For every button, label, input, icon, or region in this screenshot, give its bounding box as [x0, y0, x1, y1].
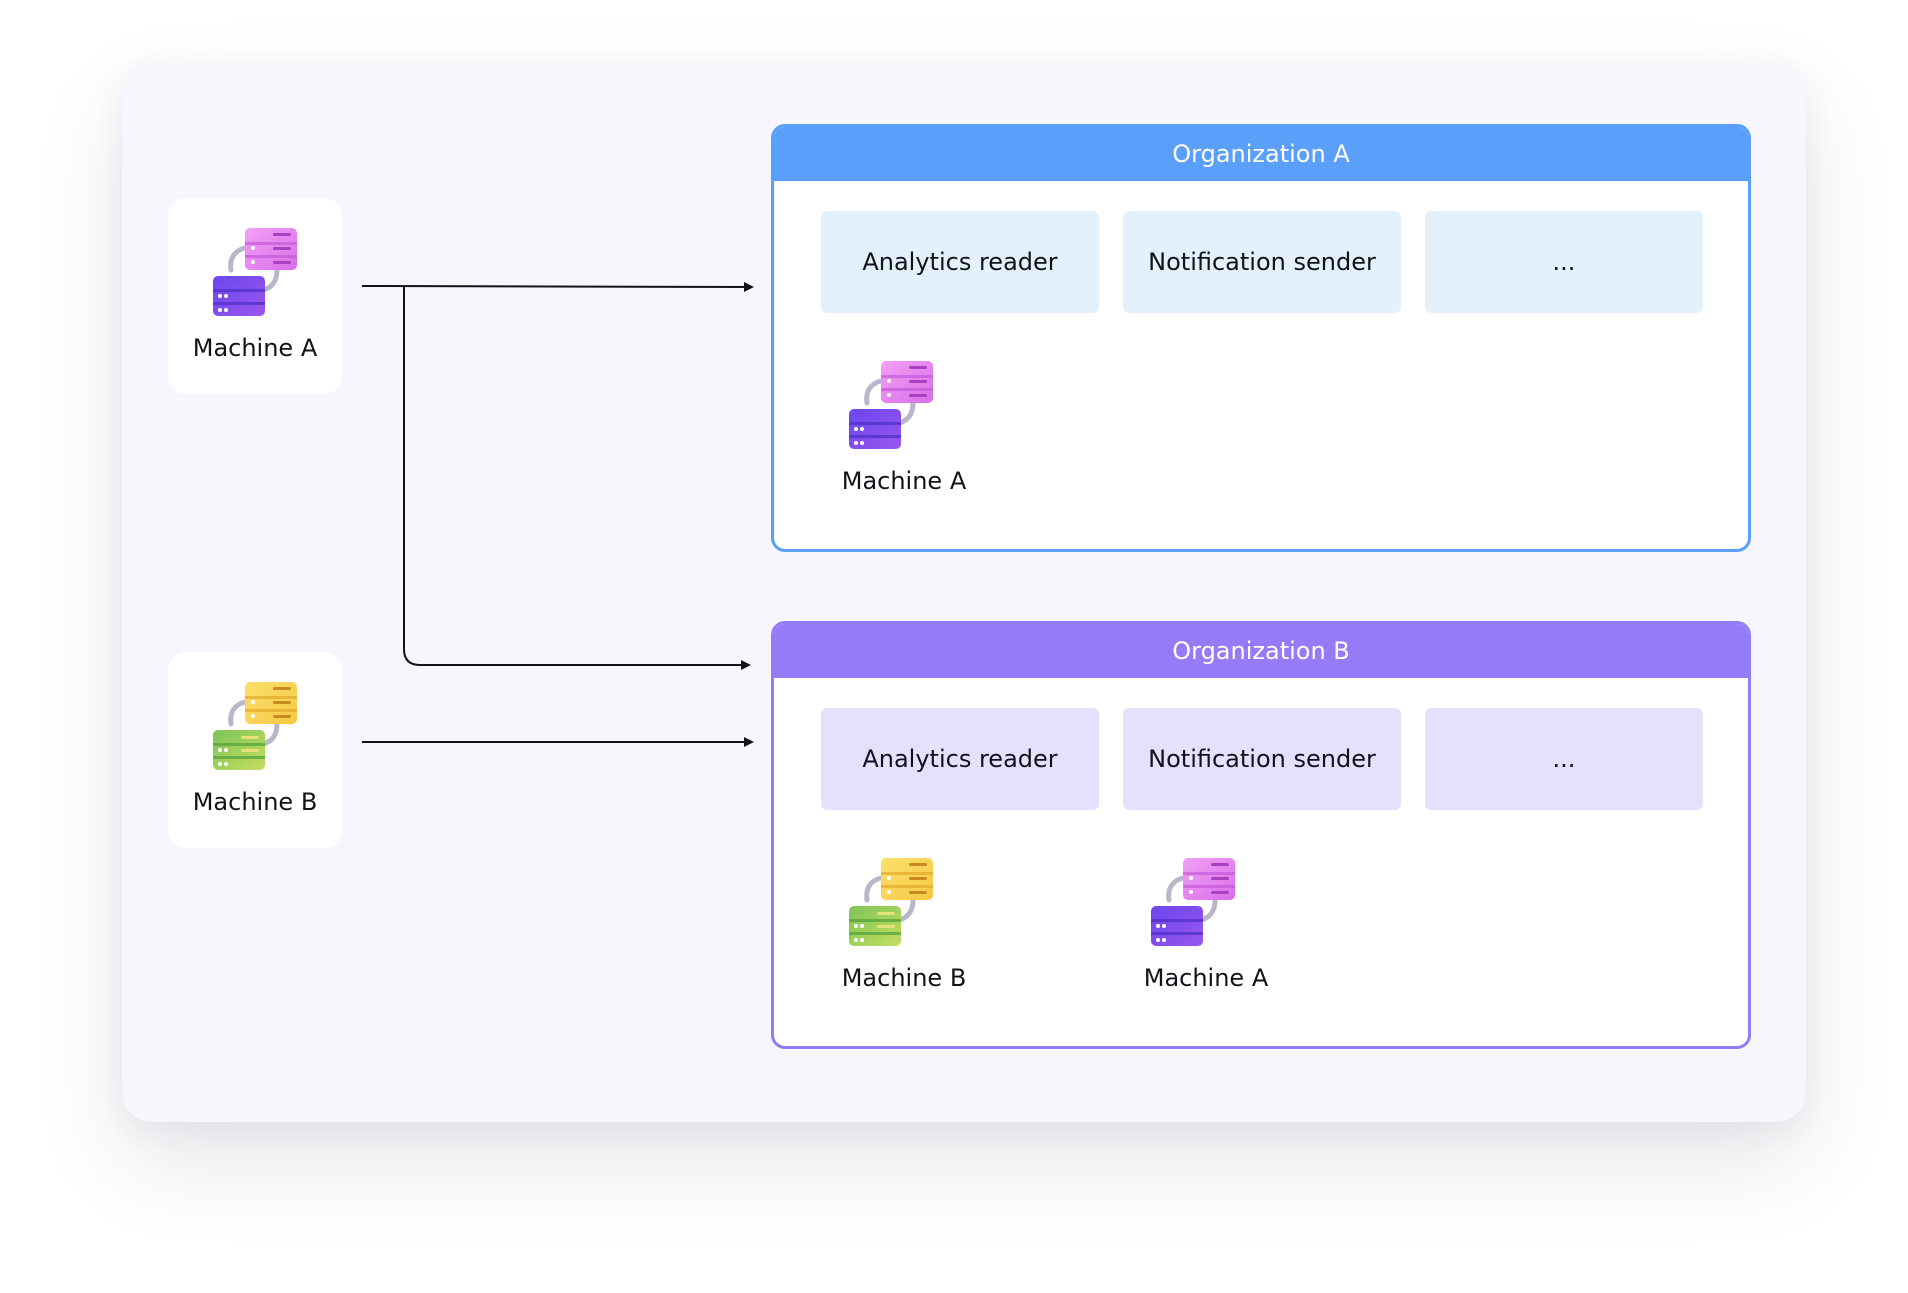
org-a-member-machine-a-label: Machine A — [841, 467, 967, 495]
server-machine-a-icon — [1149, 856, 1239, 952]
organization-a-header: Organization A — [774, 127, 1748, 181]
org-a-role-analytics-reader: Analytics reader — [821, 211, 1099, 313]
org-b-role-notification-sender: Notification sender — [1123, 708, 1401, 810]
connector-arrows — [361, 281, 754, 747]
server-machine-a-icon — [847, 359, 937, 455]
org-b-member-machine-b-label: Machine B — [841, 964, 967, 992]
org-a-role-notification-sender: Notification sender — [1123, 211, 1401, 313]
server-machine-a-icon — [211, 226, 301, 322]
arrow-machine-a-to-org-a — [361, 281, 754, 292]
server-machine-b-icon — [211, 680, 301, 776]
server-machine-b-icon — [847, 856, 937, 952]
arrow-machine-a-to-org-b — [403, 286, 751, 670]
organization-b-panel: Organization B Analytics reader Notifica… — [771, 621, 1751, 1049]
source-machine-b-card: Machine B — [168, 652, 342, 848]
org-b-member-machine-a-label: Machine A — [1143, 964, 1269, 992]
organization-b-header: Organization B — [774, 624, 1748, 678]
org-a-role-more: ... — [1425, 211, 1703, 313]
source-machine-b-label: Machine B — [192, 788, 318, 816]
organization-a-panel: Organization A Analytics reader Notifica… — [771, 124, 1751, 552]
org-b-role-more: ... — [1425, 708, 1703, 810]
diagram-canvas: Machine A — [122, 62, 1806, 1122]
source-machine-a-card: Machine A — [168, 198, 342, 394]
source-machine-a-label: Machine A — [192, 334, 318, 362]
org-b-role-analytics-reader: Analytics reader — [821, 708, 1099, 810]
